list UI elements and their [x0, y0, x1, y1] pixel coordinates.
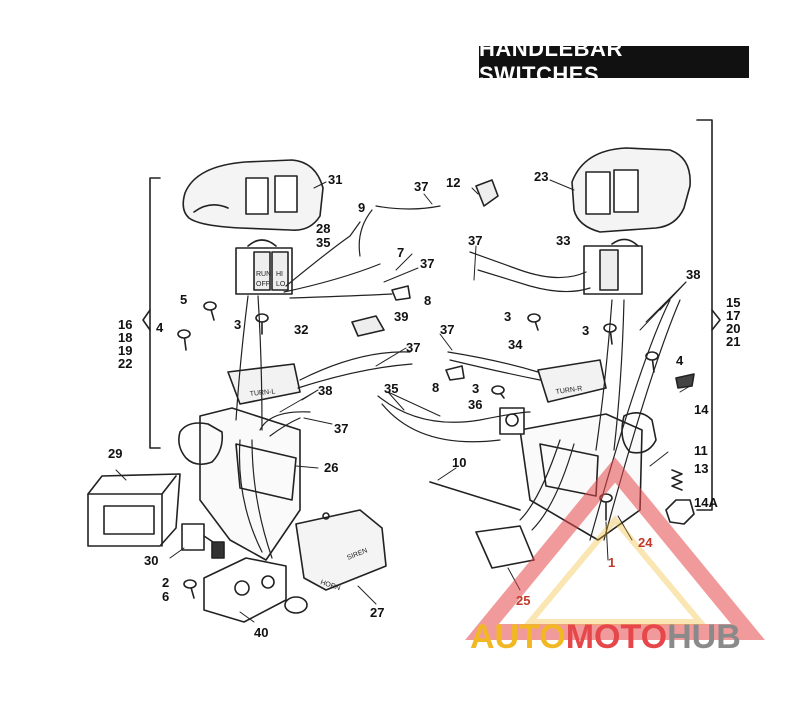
- mounting-bracket-40: [203, 557, 308, 623]
- callout-24: 24: [638, 535, 653, 550]
- callout-37: 37: [420, 256, 435, 271]
- turn-left-switch: [227, 363, 301, 405]
- switch-25: [475, 525, 535, 569]
- callout-23: 23: [534, 169, 549, 184]
- callout-3: 3: [504, 309, 512, 324]
- callout-15: 15: [726, 295, 741, 310]
- callout-39: 39: [394, 309, 409, 324]
- right-lower-housing: [519, 412, 657, 541]
- right-group-bracket: [696, 119, 713, 511]
- item-39: [351, 315, 385, 337]
- watermark-logo: AUTOMOTOHUB: [470, 618, 741, 657]
- left-lower-housing: [178, 407, 301, 561]
- connector-12: [475, 179, 499, 207]
- callout-30: 30: [144, 553, 159, 568]
- turn-right-switch: [537, 359, 607, 403]
- callout-20: 20: [726, 321, 741, 336]
- callout-37: 37: [406, 340, 421, 355]
- turn-l-label: TURN-L: [249, 388, 275, 398]
- callout-18: 18: [118, 330, 133, 345]
- left-group-bracket: [149, 177, 161, 449]
- callout-22: 22: [118, 356, 133, 371]
- callout-36: 36: [468, 397, 483, 412]
- callout-14A: 14A: [694, 495, 718, 510]
- callout-16: 16: [118, 317, 133, 332]
- spring-13: [671, 469, 683, 491]
- leader-lines: [115, 179, 691, 623]
- left-group-callouts: 16 18 19 22: [118, 318, 132, 370]
- callout-6: 6: [162, 589, 170, 604]
- horn-siren-cover: [295, 509, 387, 591]
- callout-17: 17: [726, 308, 741, 323]
- callout-19: 19: [118, 343, 133, 358]
- callout-3: 3: [472, 381, 480, 396]
- callout-10: 10: [452, 455, 467, 470]
- callout-11: 11: [694, 443, 708, 458]
- callout-27: 27: [370, 605, 385, 620]
- callout-13: 13: [694, 461, 709, 476]
- callout-33: 33: [556, 233, 571, 248]
- run-label: RUN: [256, 271, 271, 278]
- callout-28: 28: [316, 221, 331, 236]
- callout-3: 3: [234, 317, 242, 332]
- rod-10: [429, 481, 521, 511]
- right-group-callouts: 15 17 20 21: [726, 296, 740, 348]
- diagram-title: HANDLEBAR SWITCHES: [479, 36, 749, 87]
- callout-7: 7: [397, 245, 405, 260]
- callout-21: 21: [726, 334, 741, 349]
- callout-26: 26: [324, 460, 339, 475]
- right-upper-cover: [571, 147, 691, 233]
- terminal-8b: [445, 365, 465, 381]
- off-label: OFF: [256, 281, 270, 288]
- callout-38: 38: [686, 267, 701, 282]
- wiring-left: [235, 205, 441, 559]
- watermark-auto: AUTO: [470, 618, 566, 656]
- part-14A: [665, 499, 695, 525]
- callout-37: 37: [468, 233, 483, 248]
- toggle-switch-30: [181, 523, 225, 559]
- item-36: [499, 407, 525, 435]
- callout-31: 31: [328, 172, 343, 187]
- callout-40: 40: [254, 625, 269, 640]
- watermark-hub: HUB: [667, 618, 741, 656]
- callout-35: 35: [316, 235, 331, 250]
- terminal-8a: [391, 285, 411, 301]
- right-switch-assembly: [583, 238, 643, 295]
- part-14: [675, 373, 695, 389]
- callout-25: 25: [516, 593, 531, 608]
- callout-38: 38: [318, 383, 333, 398]
- callout-4: 4: [676, 353, 684, 368]
- callout-35: 35: [384, 381, 399, 396]
- hi-label: HI: [276, 271, 283, 278]
- callout-14: 14: [694, 402, 709, 417]
- callout-12: 12: [446, 175, 461, 190]
- callout-29: 29: [108, 446, 123, 461]
- callout-9: 9: [358, 200, 366, 215]
- left-upper-cover: [182, 159, 324, 232]
- callout-32: 32: [294, 322, 309, 337]
- lo-label: LO: [276, 281, 286, 288]
- callout-37: 37: [334, 421, 349, 436]
- callout-8: 8: [432, 380, 440, 395]
- callout-4: 4: [156, 320, 164, 335]
- left-switch-assembly: [235, 239, 293, 295]
- callout-3: 3: [582, 323, 590, 338]
- turn-r-label: TURN-R: [555, 385, 583, 396]
- callout-8: 8: [424, 293, 432, 308]
- watermark-triangle: [465, 457, 765, 640]
- callout-5: 5: [180, 292, 188, 307]
- callout-37: 37: [414, 179, 429, 194]
- callout-1: 1: [608, 555, 616, 570]
- callout-37: 37: [440, 322, 455, 337]
- callout-34: 34: [508, 337, 523, 352]
- callout-2: 2: [162, 575, 170, 590]
- module-29: [87, 473, 181, 547]
- watermark-moto: MOTO: [565, 618, 668, 656]
